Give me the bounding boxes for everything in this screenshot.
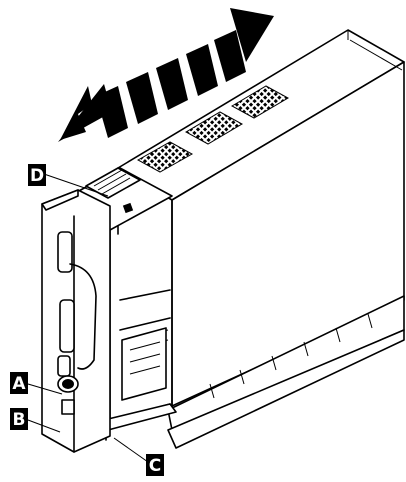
vent-grille [230,85,290,119]
serial-port [57,231,73,273]
callout-c: C [146,454,164,476]
video-port [57,355,71,377]
callout-b: B [10,408,28,430]
front-panel [41,189,111,453]
callout-a: A [10,372,28,394]
top-connector-block [85,167,141,214]
callout-d: D [28,164,46,186]
callout-leaders [27,173,149,463]
svg-text:D: D [30,166,44,186]
parallel-port [59,299,75,353]
slide-direction-arrow [58,8,274,142]
vent-grille [184,111,244,145]
svg-text:C: C [149,456,161,476]
svg-text:B: B [13,410,26,430]
front-handle [69,263,97,370]
power-switch [61,399,75,415]
vent-grille [136,141,194,173]
server-chassis [117,29,405,449]
svg-text:A: A [12,374,26,394]
